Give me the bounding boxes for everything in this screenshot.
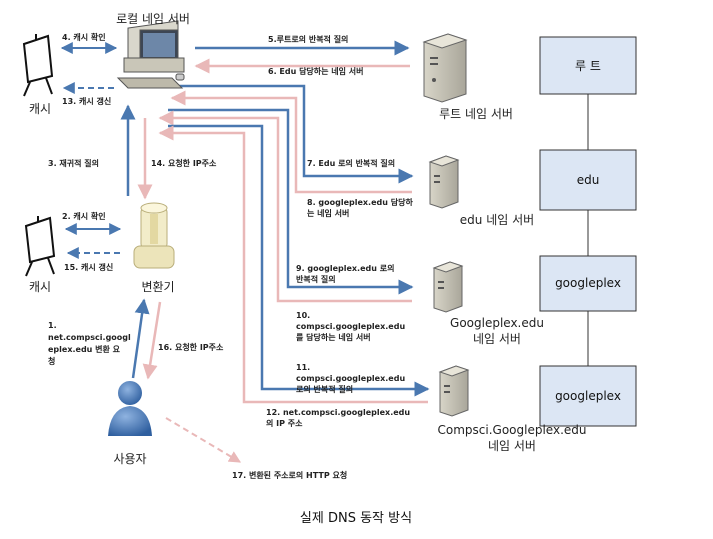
arrow-step-9 — [168, 108, 414, 295]
step-12-label: 12. net.compsci.googleplex.edu — [266, 408, 410, 417]
arrow-step-10 — [158, 110, 412, 303]
arrow-step-8 — [170, 90, 412, 194]
step-8-label: 8. googleplex.edu 담당하 — [307, 197, 413, 207]
arrow-step-7 — [172, 84, 414, 184]
arrow-step-11 — [168, 124, 430, 397]
step-10-label: 10. — [296, 311, 310, 320]
step-11-label-3: 로의 반복적 질의 — [296, 384, 353, 394]
step-labels: 4. 캐시 확인 13. 캐시 갱신 3. 재귀적 질의 14. 요청한 IP주… — [48, 32, 413, 480]
cache-mid-label: 캐시 — [29, 280, 51, 294]
hierarchy-label-edu: edu — [577, 173, 600, 187]
step-1-label-4: 청 — [48, 356, 55, 366]
step-16-label: 16. 요청한 IP주소 — [158, 342, 224, 352]
user-icon — [108, 381, 152, 436]
googleplex-server-label-2: 네임 서버 — [473, 332, 521, 346]
diagram-caption: 실제 DNS 동작 방식 — [300, 511, 412, 526]
step-9-label: 9. googleplex.edu 로의 — [296, 263, 394, 273]
step-11-label-2: compsci.googleplex.edu — [296, 374, 405, 383]
local-name-server-label: 로컬 네임 서버 — [116, 12, 190, 26]
step-1-label-3: eplex.edu 변환 요 — [48, 344, 121, 354]
arrow-step-12 — [158, 125, 428, 404]
compsci-server-icon — [438, 365, 470, 417]
step-3-label: 3. 재귀적 질의 — [48, 158, 99, 168]
step-13-label: 13. 캐시 갱신 — [62, 96, 111, 106]
step-17-label: 17. 변환된 주소로의 HTTP 요청 — [232, 470, 347, 480]
arrow-step-16 — [142, 301, 162, 380]
step-12-label-2: 의 IP 주소 — [266, 418, 303, 428]
edu-server-label: edu 네임 서버 — [460, 213, 534, 227]
step-5-label: 5.루트로의 반복적 질의 — [268, 34, 348, 44]
cache-mid-icon — [24, 216, 56, 277]
step-1-label-2: net.compsci.googl — [48, 333, 131, 342]
root-server-icon — [422, 33, 468, 103]
googleplex-server-icon — [432, 261, 464, 313]
hierarchy-label-googleplex: googleplex — [555, 276, 621, 290]
step-14-label: 14. 요청한 IP주소 — [151, 158, 217, 168]
local-name-server-icon — [116, 20, 185, 89]
arrow-step-1 — [131, 298, 150, 379]
hierarchy-box-googleplex — [539, 255, 637, 312]
resolver-icon — [133, 202, 175, 269]
step-15-label: 15. 캐시 갱신 — [64, 262, 113, 272]
local-arrows — [60, 42, 242, 463]
compsci-server-label: Compsci.Googleplex.edu — [438, 423, 587, 437]
step-10-label-2: compsci.googleplex.edu — [296, 322, 405, 331]
cache-top-label: 캐시 — [29, 102, 51, 116]
edu-server-icon — [428, 155, 460, 209]
hierarchy-box-compsci — [539, 365, 637, 427]
step-1-label: 1. — [48, 321, 57, 330]
iterative-arrows — [158, 40, 430, 404]
hierarchy-label-root: 루 트 — [575, 59, 601, 73]
cache-top-icon — [22, 34, 54, 97]
arrow-step-17 — [165, 417, 242, 463]
step-10-label-3: 를 담당하는 네임 서버 — [296, 332, 371, 342]
step-2-label: 2. 캐시 확인 — [62, 211, 106, 221]
compsci-server-label-2: 네임 서버 — [488, 439, 536, 453]
root-server-label: 루트 네임 서버 — [439, 107, 513, 121]
step-9-label-2: 반복적 질의 — [296, 274, 336, 284]
domain-hierarchy: 루 트 edu googleplex googleplex — [539, 36, 637, 427]
step-11-label: 11. — [296, 363, 310, 372]
step-8-label-2: 는 네임 서버 — [307, 208, 349, 218]
step-4-label: 4. 캐시 확인 — [62, 32, 106, 42]
step-6-label: 6. Edu 담당하는 네임 서버 — [268, 66, 364, 76]
googleplex-server-label: Googleplex.edu — [450, 316, 544, 330]
hierarchy-box-edu — [539, 149, 637, 211]
hierarchy-label-compsci: googleplex — [555, 389, 621, 403]
step-7-label: 7. Edu 로의 반복적 질의 — [307, 158, 395, 168]
resolver-label: 변환기 — [141, 280, 174, 294]
hierarchy-box-root — [539, 36, 637, 95]
user-label: 사용자 — [113, 452, 146, 466]
